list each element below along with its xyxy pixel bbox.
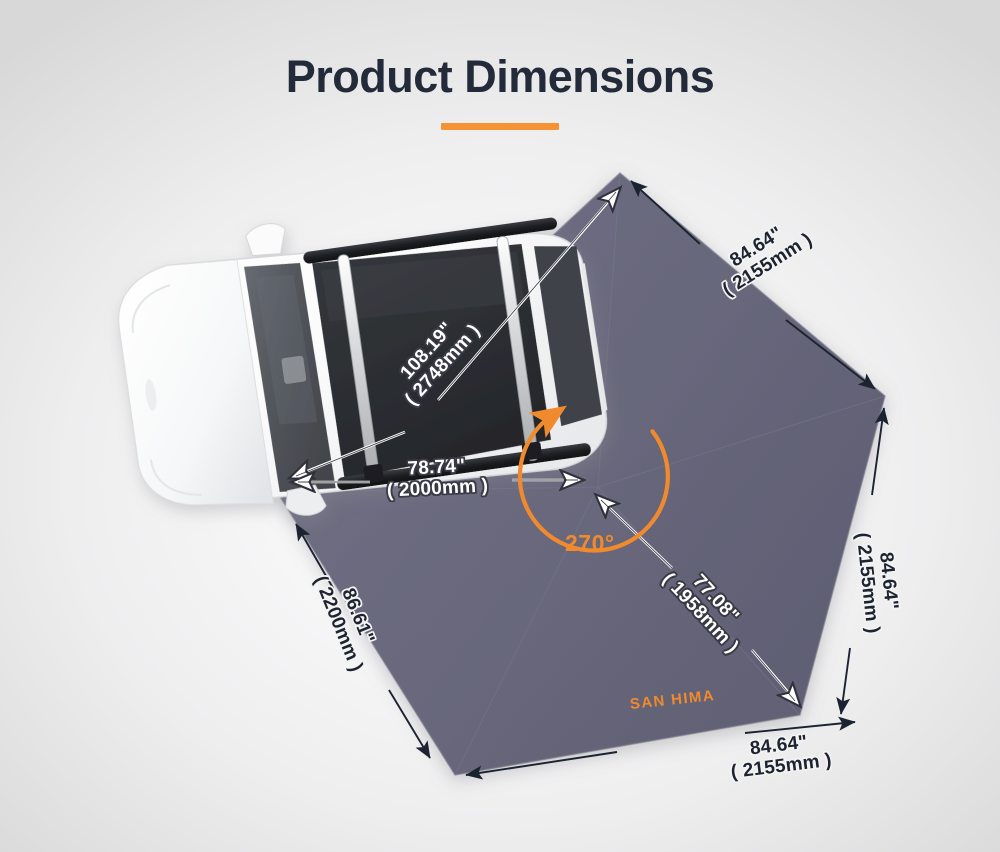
angle-arc [517, 405, 670, 553]
dim-line-right-a [871, 407, 889, 496]
angle-indicator [517, 405, 670, 553]
dim-line-bottom-a [465, 751, 618, 780]
side-mirror-left [245, 223, 286, 256]
core-diag-a [437, 191, 617, 401]
canopy-panel-left [277, 487, 800, 775]
windshield-reflection [255, 274, 318, 425]
crossbar-front-foot [363, 463, 384, 483]
title-block: Product Dimensions [0, 54, 1000, 130]
dim-line-right-b [836, 647, 851, 715]
canopy-panel-right [598, 173, 885, 715]
title-accent-rule [441, 123, 559, 130]
dimension-lines [295, 180, 889, 780]
dimension-lines-core [295, 191, 796, 702]
rearview-mirror [281, 355, 307, 384]
dim-line-left-a [295, 523, 334, 589]
roof-panel-sheen [321, 251, 525, 322]
vehicle [118, 217, 608, 516]
page-title: Product Dimensions [285, 51, 715, 102]
vehicle-hood [118, 259, 274, 506]
dim-line-top-right-a [630, 180, 701, 245]
core-inner-a [600, 499, 673, 569]
front-grille-hint [145, 379, 157, 411]
angle-label: 270° [565, 530, 615, 556]
roof-rail-left [303, 217, 557, 264]
dim-line-top-right-b [785, 319, 876, 390]
rear-bumper [580, 263, 608, 413]
core-diag-b [295, 431, 406, 477]
rear-window [533, 246, 603, 427]
hood-crease-bottom [149, 459, 202, 496]
crossbar-rear [496, 236, 539, 461]
hood-crease-top [131, 284, 171, 333]
dim-line-left-b [388, 689, 431, 759]
core-inner-b [751, 649, 796, 702]
dim-line-bottom-b [744, 716, 856, 734]
